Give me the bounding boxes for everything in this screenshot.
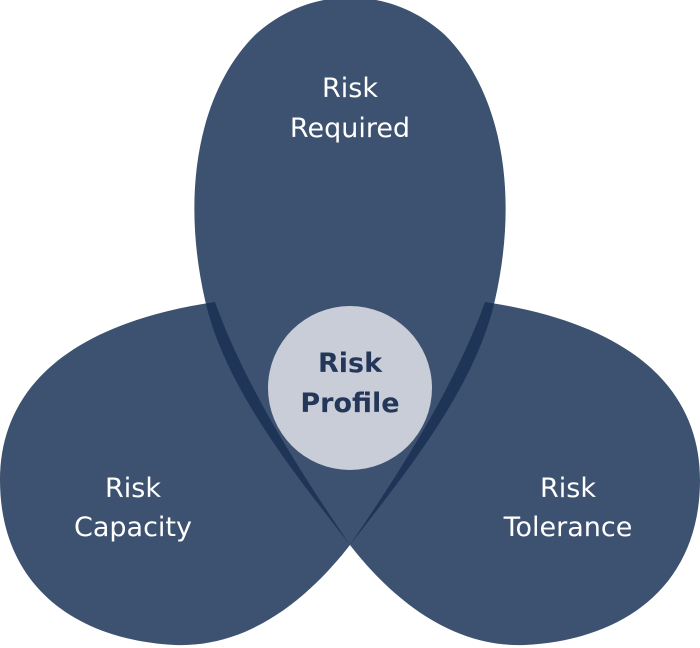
top-label-line2: Required <box>290 113 410 144</box>
center-label-line1: Risk <box>318 348 383 379</box>
left-label-line1: Risk <box>105 473 161 504</box>
right-label-line2: Tolerance <box>503 512 633 543</box>
right-label-line1: Risk <box>540 473 596 504</box>
center-label-line2: Profile <box>300 388 399 419</box>
center-circle-risk-profile <box>268 306 432 470</box>
petal-risk-capacity <box>0 302 350 646</box>
top-label-line1: Risk <box>322 73 378 104</box>
left-label-line2: Capacity <box>74 512 192 543</box>
petal-risk-tolerance <box>350 302 700 646</box>
